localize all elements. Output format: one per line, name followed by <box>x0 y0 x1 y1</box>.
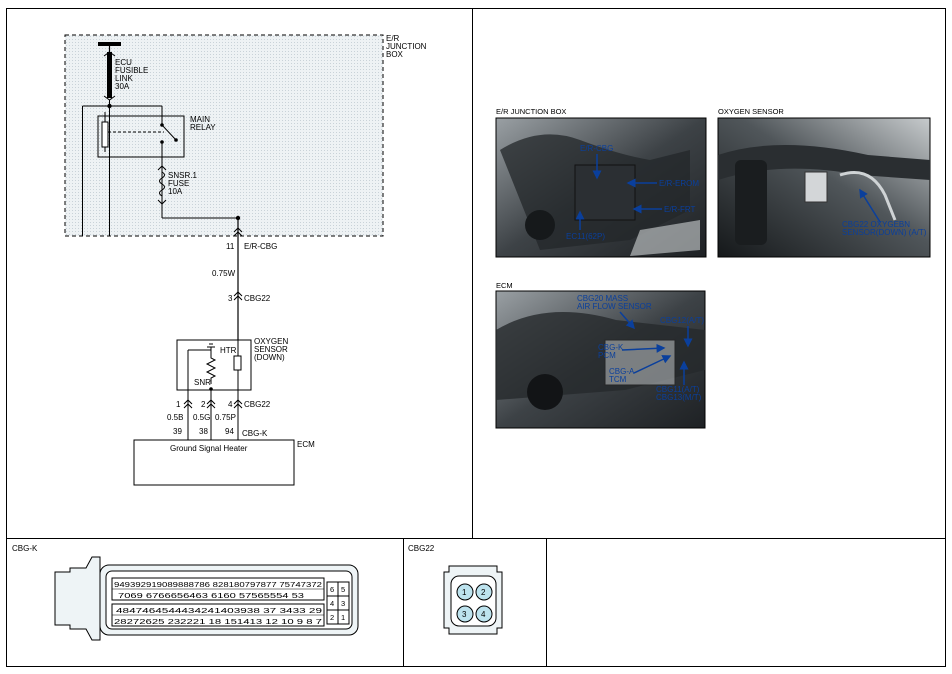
cbg-k-pin-4: 4 <box>330 599 334 608</box>
photo-oxygen-sensor: OXYGEN SENSOR CBG22 OXYGEBN SENSOR(DOWN)… <box>717 107 931 258</box>
callout-cbg12: CBG12(A/T) <box>660 316 704 325</box>
connector-cbg-k-latch <box>54 556 101 641</box>
photo-ecm-title: ECM <box>496 281 513 290</box>
cbg-k-pin-row-1: 949392919089888786 828180797877 75747372 <box>114 580 322 589</box>
fuse-symbol <box>159 171 165 197</box>
cbg-k-connector-label: CBG-K <box>242 429 268 438</box>
cbg-k-pin-row-4: 28272625 232221 18 151413 12 10 9 8 7 <box>114 617 322 626</box>
sheet-frame <box>6 8 946 667</box>
cbg-k-pin-1: 1 <box>341 613 345 622</box>
cbg-k-pin-row-3: 4847464544434241403938 37 3433 29 <box>116 606 322 615</box>
cbg22-pin-3: 3 <box>228 294 233 303</box>
cbg22-connector-label-top: CBG22 <box>244 294 271 303</box>
main-relay-label: MAIN RELAY <box>190 115 216 132</box>
ecm-pin-94: 94 <box>225 427 234 436</box>
cbg22-pin-4-label: 4 <box>481 610 486 619</box>
connector-cbg-k: CBG-K 949392919089888786 828180797877 75… <box>12 544 359 641</box>
junction-box-label: E/R JUNCTION BOX <box>386 34 429 59</box>
fusible-link-label: ECU FUSIBLE LINK 30A <box>115 58 151 91</box>
ecm-pin-39: 39 <box>173 427 182 436</box>
main-relay-box <box>97 115 185 158</box>
heater-element-symbol <box>233 355 242 371</box>
cbg-k-pin-row-2: 7069 6766656463 6160 57565554 53 <box>118 591 304 600</box>
wire-color-075w: 0.75W <box>212 269 236 278</box>
sensor-resistor-symbol <box>205 352 217 384</box>
cbg22-pin-1-circle <box>456 583 474 601</box>
wire-color-05g: 0.5G <box>193 413 210 422</box>
cbg-k-pin-3: 3 <box>341 599 345 608</box>
cbg-k-pin-2: 2 <box>330 613 334 622</box>
cbg22-connector-label-bottom: CBG22 <box>244 400 271 409</box>
cbg22-pin-1-label: 1 <box>462 588 467 597</box>
sensor-pin-2: 2 <box>201 400 206 409</box>
ecm-label: ECM <box>297 440 315 449</box>
sensor-pin-4: 4 <box>228 400 233 409</box>
photo-junction-box: E/R JUNCTION BOX E/R-CBG E/R-EROM E/R-FR… <box>495 107 707 258</box>
callout-cbg-k-pcm: CBG-K PCM <box>598 343 626 360</box>
er-cbg-connector-label: E/R-CBG <box>244 242 277 251</box>
ecm-box-text: Ground Signal Heater <box>170 444 248 453</box>
er-cbg-pin: 11 <box>226 242 235 251</box>
junction-box-region <box>64 34 384 237</box>
callout-cbg-a-tcm: CBG-A TCM <box>609 367 636 384</box>
relay-coil-symbol <box>101 121 109 148</box>
sensor-pin-1: 1 <box>176 400 181 409</box>
fusible-link-symbol <box>107 52 112 98</box>
photo-ecm: ECM CBG20 MASS AIR FLOW SENSOR CBG12(A/T… <box>495 281 706 429</box>
callout-ec11: EC11(62P) <box>566 232 605 241</box>
cbg-k-pin-5: 5 <box>341 585 345 594</box>
callout-er-cbg: E/R-CBG <box>580 144 613 153</box>
cbg22-pin-3-label: 3 <box>462 610 467 619</box>
cbg22-pin-3-circle <box>456 605 474 623</box>
heater-label: HTR <box>220 346 237 355</box>
callout-cbg20: CBG20 MASS AIR FLOW SENSOR <box>577 294 652 311</box>
connector-cbg22-title: CBG22 <box>408 544 435 553</box>
callout-er-frt: E/R-FRT <box>664 205 696 214</box>
connector-cbg22: CBG22 1 2 3 4 <box>408 544 503 635</box>
oxygen-sensor-label: OXYGEN SENSOR (DOWN) <box>254 337 290 362</box>
callout-cbg22-oxygen-sensor: CBG22 OXYGEBN SENSOR(DOWN) (A/T) <box>842 220 927 237</box>
cbg22-pin-2-circle <box>475 583 493 601</box>
schematic: E/R JUNCTION BOX ECU FUSIBLE LINK 30A <box>64 34 429 486</box>
cbg-k-pin-6: 6 <box>330 585 334 594</box>
sensor-signal-label: SNR <box>194 378 211 387</box>
callout-cbg11-cbg13: CBG11(A/T) CBG13(M/T) <box>656 385 702 402</box>
wire-color-05b: 0.5B <box>167 413 183 422</box>
ecm-pin-38: 38 <box>199 427 208 436</box>
cbg22-pin-2-label: 2 <box>481 588 486 597</box>
connector-cbg-k-title: CBG-K <box>12 544 38 553</box>
power-terminal-bar <box>98 42 121 46</box>
cbg22-pin-4-circle <box>475 605 493 623</box>
wire-color-075p: 0.75P <box>215 413 236 422</box>
ecm-box <box>133 439 295 486</box>
fuse-label: SNSR.1 FUSE 10A <box>168 171 199 196</box>
photo-oxygen-sensor-title: OXYGEN SENSOR <box>718 107 784 116</box>
callout-er-erom: E/R-EROM <box>659 179 699 188</box>
photo-junction-box-title: E/R JUNCTION BOX <box>496 107 566 116</box>
